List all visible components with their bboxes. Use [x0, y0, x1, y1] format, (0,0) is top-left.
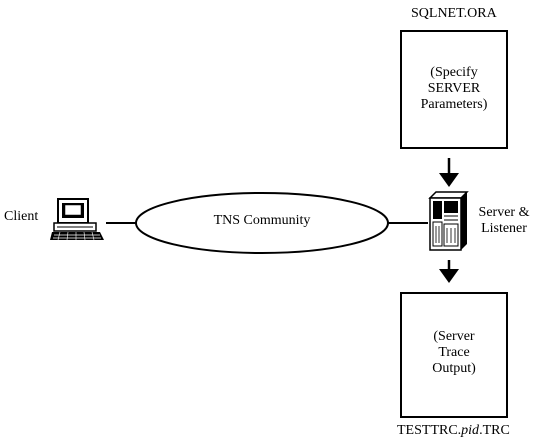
trace-box-line: Output)	[432, 361, 476, 376]
server-listener-label: Server & Listener	[472, 205, 536, 237]
config-file-name: SQLNET.ORA	[411, 6, 497, 21]
trace-file-pid: pid	[461, 423, 480, 438]
config-box-line: (Specify	[430, 65, 478, 80]
config-box	[400, 30, 508, 149]
down-arrow-icon	[439, 260, 459, 283]
trace-file-suffix: .TRC	[479, 423, 510, 438]
trace-box-line: (Server	[433, 329, 475, 344]
server-label-line: Server &	[478, 205, 530, 220]
config-box-line: SERVER	[427, 81, 481, 96]
trace-box	[400, 292, 508, 418]
server-tower-icon	[428, 191, 469, 251]
config-box-line: Parameters)	[420, 97, 488, 112]
server-label-line: Listener	[481, 221, 527, 236]
trace-file-name: TESTTRC.pid.TRC	[397, 423, 510, 439]
config-box-text: (Specify SERVER Parameters)	[401, 65, 507, 113]
down-arrow-icon	[439, 158, 459, 187]
trace-box-text: (Server Trace Output)	[401, 329, 507, 377]
tns-community-ellipse	[135, 192, 389, 254]
trace-file-prefix: TESTTRC.	[397, 423, 462, 438]
tns-community-label: TNS Community	[213, 213, 311, 228]
computer-icon	[50, 198, 104, 241]
trace-box-line: Trace	[438, 345, 470, 360]
client-label: Client	[4, 209, 39, 224]
